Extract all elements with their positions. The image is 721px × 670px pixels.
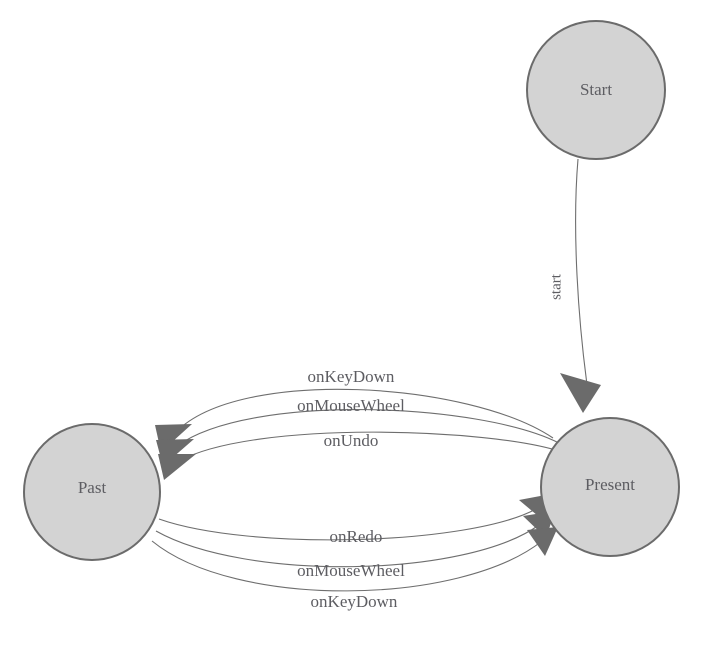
edge-start-arrowhead — [560, 373, 601, 413]
edge-onkeydown-dn-arrowhead — [527, 527, 558, 556]
node-start-circle — [526, 20, 666, 160]
node-present-label: Present — [585, 475, 635, 494]
edge-onundo-path — [178, 431, 563, 462]
edge-label-onkeydown-up: onKeyDown — [308, 367, 395, 386]
node-start[interactable]: Start — [526, 20, 666, 160]
edge-onredo-path — [158, 508, 537, 541]
node-past-label: Past — [78, 478, 107, 497]
edge-label-onundo: onUndo — [324, 431, 379, 450]
edge-label-onmousewheel-up: onMouseWheel — [297, 396, 405, 415]
edge-onmousewheel-up-path — [176, 409, 560, 447]
node-present[interactable]: Present — [540, 417, 680, 557]
edge-start-path — [575, 158, 589, 393]
edge-start[interactable] — [560, 158, 601, 413]
node-past-circle — [23, 423, 161, 561]
node-present-circle — [540, 417, 680, 557]
edge-onundo-arrowhead — [158, 454, 196, 480]
node-past[interactable]: Past — [23, 423, 161, 561]
edge-onundo[interactable] — [158, 431, 563, 480]
edge-onkeydown-dn[interactable] — [151, 527, 558, 592]
edge-onkeydown-up-path — [175, 388, 554, 439]
edge-label-onmousewheel-dn: onMouseWheel — [297, 561, 405, 580]
edge-onmousewheel-dn-path — [155, 524, 540, 568]
edge-label-onredo: onRedo — [330, 527, 383, 546]
edge-onkeydown-dn-path — [151, 540, 543, 592]
node-start-label: Start — [580, 80, 612, 99]
edge-label-start: start — [548, 273, 564, 300]
edge-label-onkeydown-dn: onKeyDown — [311, 592, 398, 611]
